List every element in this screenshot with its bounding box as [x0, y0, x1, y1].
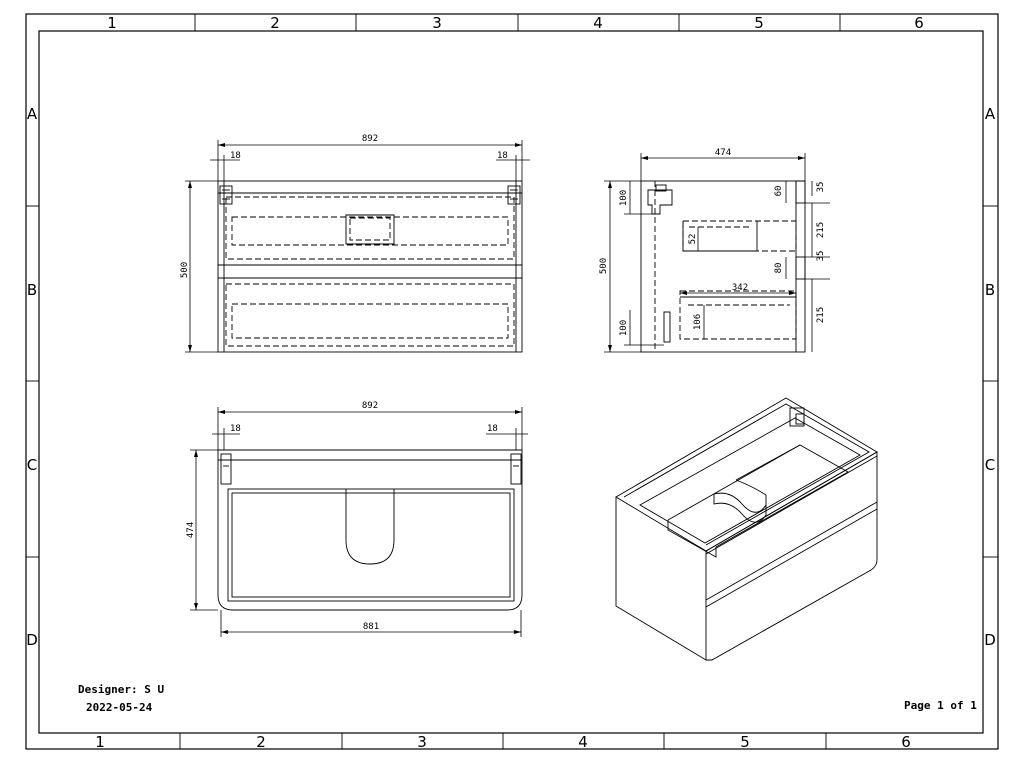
designer-label: Designer: S U: [78, 683, 164, 696]
side-view-dimensions: [604, 153, 830, 353]
top-view: [217, 449, 523, 611]
dim-side-215-top: 215: [816, 222, 826, 238]
column-label-top: 5: [754, 14, 764, 32]
column-label-bottom: 1: [95, 733, 105, 751]
row-label-left: D: [26, 631, 38, 649]
column-label-top: 1: [107, 14, 117, 32]
row-label-right: A: [985, 105, 996, 123]
dim-side-100-top: 100: [619, 190, 629, 206]
dim-side-106: 106: [693, 314, 703, 330]
row-label-left: A: [27, 105, 38, 123]
row-label-left: B: [27, 281, 37, 299]
column-label-bottom: 5: [740, 733, 750, 751]
column-label-top: 4: [593, 14, 603, 32]
dim-side-depth: 474: [715, 148, 731, 158]
dim-side-52: 52: [688, 234, 698, 245]
outer-frame: [25, 13, 999, 750]
dim-front-side-left: 18: [230, 151, 241, 161]
dim-front-side-right: 18: [497, 151, 508, 161]
dim-top-inner-width: 881: [363, 622, 379, 632]
column-label-top: 3: [432, 14, 442, 32]
front-view-dimensions: [185, 140, 530, 353]
column-label-bottom: 3: [417, 733, 427, 751]
row-label-left: C: [27, 456, 37, 474]
column-dividers-top: [194, 14, 841, 31]
page-label: Page 1 of 1: [904, 699, 977, 712]
row-label-right: D: [984, 631, 996, 649]
column-label-bottom: 4: [578, 733, 588, 751]
dim-top-side-right: 18: [487, 424, 498, 434]
dim-front-height: 500: [180, 262, 190, 278]
dim-side-215-bottom: 215: [816, 307, 826, 323]
dim-side-35-top: 35: [816, 182, 826, 193]
column-dividers-bottom: [179, 733, 827, 749]
column-label-bottom: 6: [901, 733, 911, 751]
dim-side-60: 60: [774, 186, 784, 197]
column-label-top: 2: [270, 14, 280, 32]
row-label-right: B: [985, 281, 995, 299]
dim-top-depth: 474: [186, 522, 196, 538]
dim-side-342: 342: [732, 283, 748, 293]
top-view-dimensions: [190, 407, 528, 637]
dim-side-100-bottom: 100: [619, 320, 629, 336]
date-label: 2022-05-24: [86, 701, 153, 714]
side-view: [640, 180, 806, 353]
dim-side-35-mid: 35: [816, 251, 826, 262]
row-dividers: [26, 205, 998, 558]
row-label-right: C: [985, 456, 995, 474]
dim-side-80: 80: [774, 263, 784, 274]
isometric-view: [615, 397, 878, 661]
inner-frame: [38, 30, 984, 734]
dim-top-width: 892: [362, 401, 378, 411]
column-label-top: 6: [914, 14, 924, 32]
front-view: [217, 180, 523, 353]
dim-top-side-left: 18: [230, 424, 241, 434]
dim-front-width: 892: [362, 134, 378, 144]
column-label-bottom: 2: [256, 733, 266, 751]
dim-side-height: 500: [599, 258, 609, 274]
